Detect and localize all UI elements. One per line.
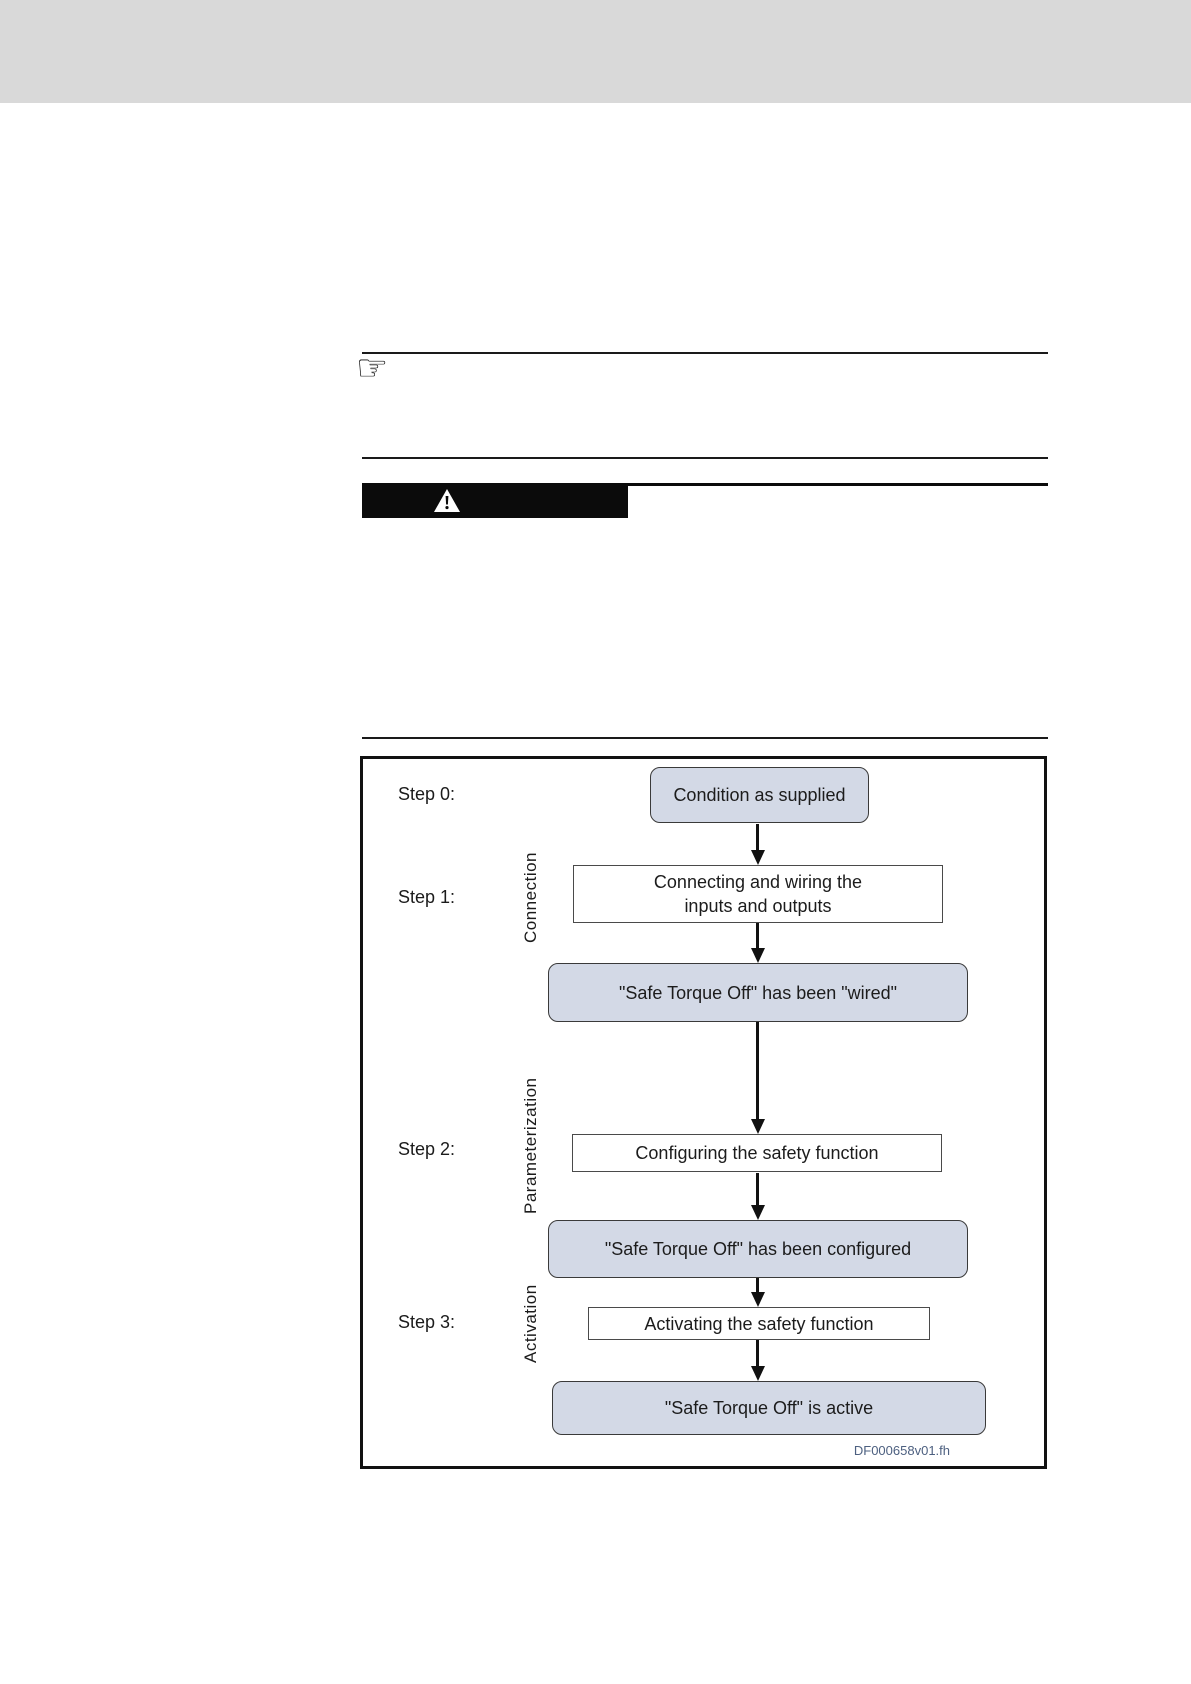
warning-banner-top-line bbox=[362, 483, 1048, 486]
arrow-line-1 bbox=[756, 824, 759, 851]
phase-label-connection: Connection bbox=[521, 852, 540, 944]
node-sto-has-been-configured: "Safe Torque Off" has been configured bbox=[548, 1220, 968, 1278]
step-1-label: Step 1: bbox=[398, 887, 456, 907]
horizontal-rule-note-bottom bbox=[362, 457, 1048, 459]
node-configuring-safety-function: Configuring the safety function bbox=[572, 1134, 942, 1172]
figure-caption: DF000658v01.fh bbox=[853, 1443, 950, 1458]
step-0-label: Step 0: bbox=[398, 784, 456, 804]
node-activating-safety-function: Activating the safety function bbox=[588, 1307, 930, 1340]
horizontal-rule-figure-top bbox=[362, 737, 1048, 739]
manicule-icon: ☞ bbox=[356, 348, 389, 389]
node-sto-has-been-wired: "Safe Torque Off" has been "wired" bbox=[548, 963, 968, 1022]
warning-banner bbox=[362, 483, 628, 518]
node-condition-as-supplied: Condition as supplied bbox=[650, 767, 869, 823]
step-3-label: Step 3: bbox=[398, 1312, 456, 1332]
node-line-2: inputs and outputs bbox=[684, 896, 832, 916]
phase-label-parameterization: Parameterization bbox=[521, 1077, 540, 1214]
phase-label-activation: Activation bbox=[521, 1284, 540, 1364]
node-sto-is-active: "Safe Torque Off" is active bbox=[552, 1381, 986, 1435]
step-2-label: Step 2: bbox=[398, 1139, 456, 1159]
flowchart-frame bbox=[360, 756, 1047, 1469]
arrow-head-3 bbox=[751, 1119, 765, 1134]
arrow-head-2 bbox=[751, 948, 765, 963]
warning-triangle-icon bbox=[434, 489, 460, 512]
arrow-line-2 bbox=[756, 923, 759, 949]
page-header-band bbox=[0, 0, 1191, 103]
arrow-line-4 bbox=[756, 1173, 759, 1206]
horizontal-rule-top bbox=[362, 352, 1048, 354]
arrow-head-6 bbox=[751, 1366, 765, 1381]
arrow-line-3 bbox=[756, 1022, 759, 1120]
arrow-line-6 bbox=[756, 1340, 759, 1367]
arrow-head-1 bbox=[751, 850, 765, 865]
arrow-line-5 bbox=[756, 1278, 759, 1293]
node-line-1: Connecting and wiring the bbox=[653, 872, 863, 892]
arrow-head-5 bbox=[751, 1292, 765, 1307]
node-connecting-and-wiring: Connecting and wiring the inputs and out… bbox=[573, 865, 943, 923]
arrow-head-4 bbox=[751, 1205, 765, 1220]
